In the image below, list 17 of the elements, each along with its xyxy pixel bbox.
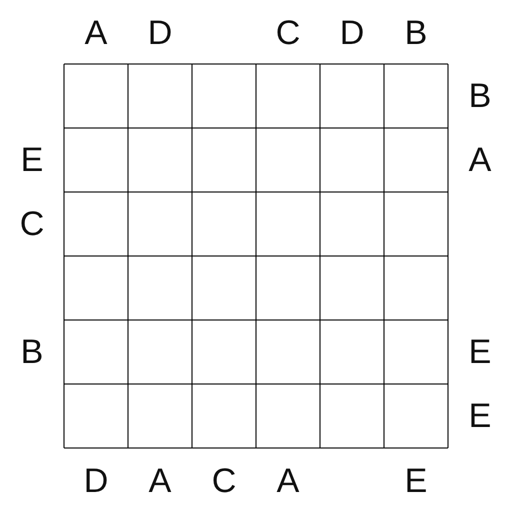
clue-letter: B <box>20 335 44 369</box>
clue-letter: E <box>404 464 428 498</box>
clue-letter: D <box>84 464 108 498</box>
clue-letter: D <box>340 16 364 50</box>
clue-letter: A <box>84 16 108 50</box>
clue-letter: B <box>404 16 428 50</box>
clue-letter: C <box>212 464 236 498</box>
clue-letter: D <box>148 16 172 50</box>
clue-letter: A <box>468 143 492 177</box>
clue-letter: B <box>468 79 492 113</box>
clue-letter: C <box>20 207 44 241</box>
clue-letter: A <box>276 464 300 498</box>
clue-letter: C <box>276 16 300 50</box>
clue-letter: E <box>20 143 44 177</box>
clue-letter: E <box>468 335 492 369</box>
clue-letter: E <box>468 399 492 433</box>
clue-letter: A <box>148 464 172 498</box>
